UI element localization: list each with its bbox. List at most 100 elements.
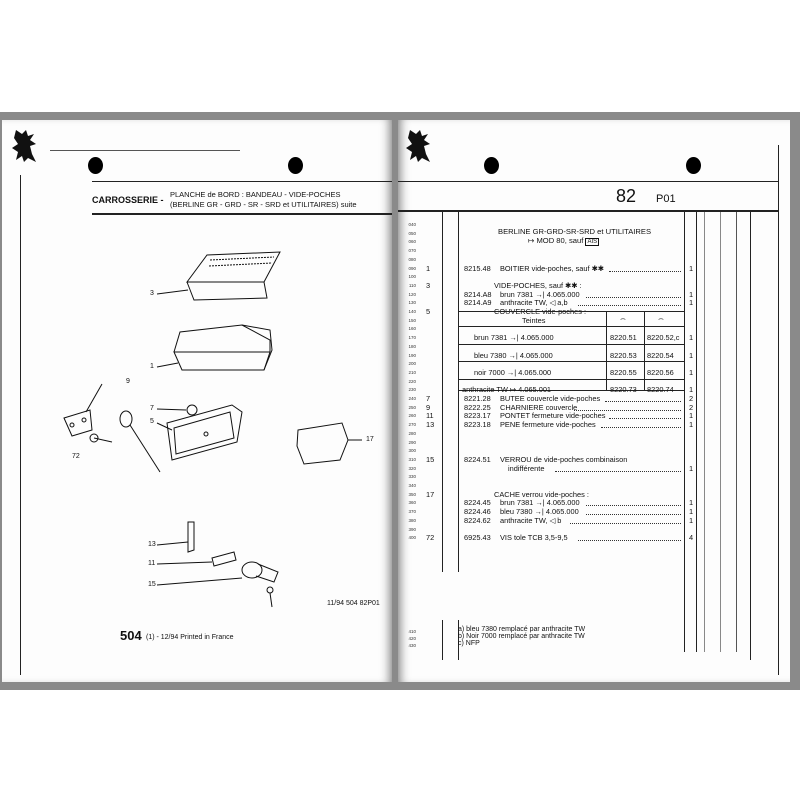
line-code: 270 — [408, 422, 416, 428]
part-reference[interactable]: 8214.A8 — [464, 289, 492, 299]
line-code: 040 — [408, 222, 416, 227]
table-rule — [606, 311, 607, 390]
line-code: 140 — [408, 309, 416, 314]
quantity: 1 — [689, 498, 694, 508]
leader-dots — [605, 400, 681, 402]
part-reference[interactable]: 8221.28 — [464, 394, 491, 403]
quantity: 1 — [689, 385, 694, 395]
leader-dots — [601, 426, 681, 429]
col-rule — [458, 212, 459, 572]
quantity: 1 — [689, 463, 694, 473]
part-reference[interactable]: 8215.48 — [464, 263, 491, 273]
callout-5: 5 — [150, 418, 154, 425]
part-description: anthracite TW, ◁ a,b — [500, 298, 568, 308]
pene-part — [187, 521, 195, 553]
table-rule — [644, 311, 645, 390]
line-code: 190 — [408, 352, 416, 358]
part-description: CHARNIERE couvercle — [500, 402, 578, 412]
part-reference[interactable]: 8224.45 — [464, 498, 491, 508]
part-description: PONTET fermeture vide-poches — [500, 411, 606, 421]
item-number: 11 — [426, 411, 434, 421]
model-range: ↦ MOD 80, sauf — [528, 236, 584, 245]
line-code: 360 — [408, 500, 416, 506]
line-code: 380 — [408, 517, 416, 523]
line-code: 050 — [408, 230, 416, 236]
leader-dots — [574, 409, 681, 411]
part-reference[interactable]: 8222.25 — [464, 402, 491, 412]
shade-header: Teintes — [522, 315, 546, 325]
part-description: indifférente — [508, 463, 545, 473]
leader-dots — [585, 296, 681, 298]
quantity: 1 — [689, 367, 694, 377]
part-reference[interactable]: 8224.46 — [464, 507, 491, 517]
header-rule — [92, 181, 392, 182]
quantity: 1 — [689, 298, 694, 308]
margin-rule — [778, 145, 779, 675]
col-rule — [704, 212, 705, 652]
hinge-part — [63, 409, 93, 437]
line-code: 060 — [408, 239, 416, 245]
leader-dots — [609, 270, 681, 272]
leader-dots — [578, 304, 681, 307]
part-reference[interactable]: 8224.62 — [464, 515, 491, 525]
line-code: 230 — [408, 387, 416, 393]
boitier-part — [173, 324, 273, 371]
callout-15: 15 — [148, 581, 156, 588]
page-subtitle-2: (BERLINE GR - GRD - SR - SRD et UTILITAI… — [170, 200, 357, 209]
line-code: 260 — [408, 413, 416, 419]
line-code: 310 — [408, 456, 416, 462]
table-rule — [458, 311, 684, 313]
table-rule — [458, 343, 684, 345]
part-reference-right[interactable]: 8220.54 — [647, 350, 674, 360]
col-rule — [684, 212, 685, 652]
item-number: 13 — [426, 420, 435, 430]
item-number: 72 — [426, 533, 435, 543]
line-code: 340 — [408, 483, 416, 488]
line-code: 200 — [408, 361, 416, 367]
exception-box: AIS — [585, 238, 600, 246]
line-code: 390 — [408, 526, 416, 532]
part-reference[interactable]: 8223.18 — [464, 420, 491, 430]
line-code: 420 — [408, 636, 416, 641]
callout-3: 3 — [150, 290, 154, 297]
line-code: 070 — [408, 248, 416, 254]
table-rule — [458, 361, 684, 363]
part-reference-right[interactable]: 8220.52,c — [647, 333, 680, 343]
part-reference[interactable]: 8223.17 — [464, 411, 491, 421]
quantity: 4 — [689, 533, 694, 543]
lion-logo-icon — [12, 130, 36, 162]
part-reference-left[interactable]: 8220.73 — [610, 385, 637, 395]
header-rule — [398, 181, 778, 182]
line-code: 210 — [408, 369, 416, 375]
part-reference-left[interactable]: 8220.51 — [610, 333, 637, 343]
quantity: 2 — [689, 402, 694, 412]
quantity: 1 — [689, 515, 694, 525]
quantity: 2 — [689, 394, 694, 403]
table-rule — [458, 389, 684, 391]
callout-1: 1 — [150, 363, 154, 370]
line-code: 180 — [408, 343, 416, 349]
part-reference-right[interactable]: 8220.56 — [647, 367, 674, 377]
part-reference[interactable]: 8214.A9 — [464, 298, 492, 308]
model-subheading: ↦ MOD 80, sauf AIS — [528, 236, 600, 246]
part-reference-left[interactable]: 8220.55 — [610, 367, 637, 377]
line-code: 410 — [408, 629, 416, 634]
part-reference[interactable]: 8224.51 — [464, 454, 491, 464]
part-reference-right[interactable]: 8220.74 — [647, 385, 674, 395]
verrou-part — [241, 561, 279, 608]
line-code: 240 — [408, 396, 416, 401]
line-code: 150 — [408, 317, 416, 323]
part-reference[interactable]: 6925.43 — [464, 533, 491, 543]
callout-9: 9 — [126, 378, 130, 385]
col-rule — [750, 620, 751, 660]
quantity: 1 — [689, 263, 694, 273]
leader-dots — [554, 470, 681, 472]
table-rule — [458, 378, 684, 380]
item-number: 5 — [426, 307, 431, 316]
footnote: a) bleu 7380 remplacé par anthracite TW — [458, 626, 586, 633]
diagram-reference: 11/94 504 82P01 — [327, 600, 380, 607]
col-rule — [696, 212, 697, 652]
shade-name: anthracite TW ↦ 4.065.001 — [462, 385, 552, 395]
part-reference-left[interactable]: 8220.53 — [610, 350, 637, 360]
line-code: 350 — [408, 491, 416, 497]
